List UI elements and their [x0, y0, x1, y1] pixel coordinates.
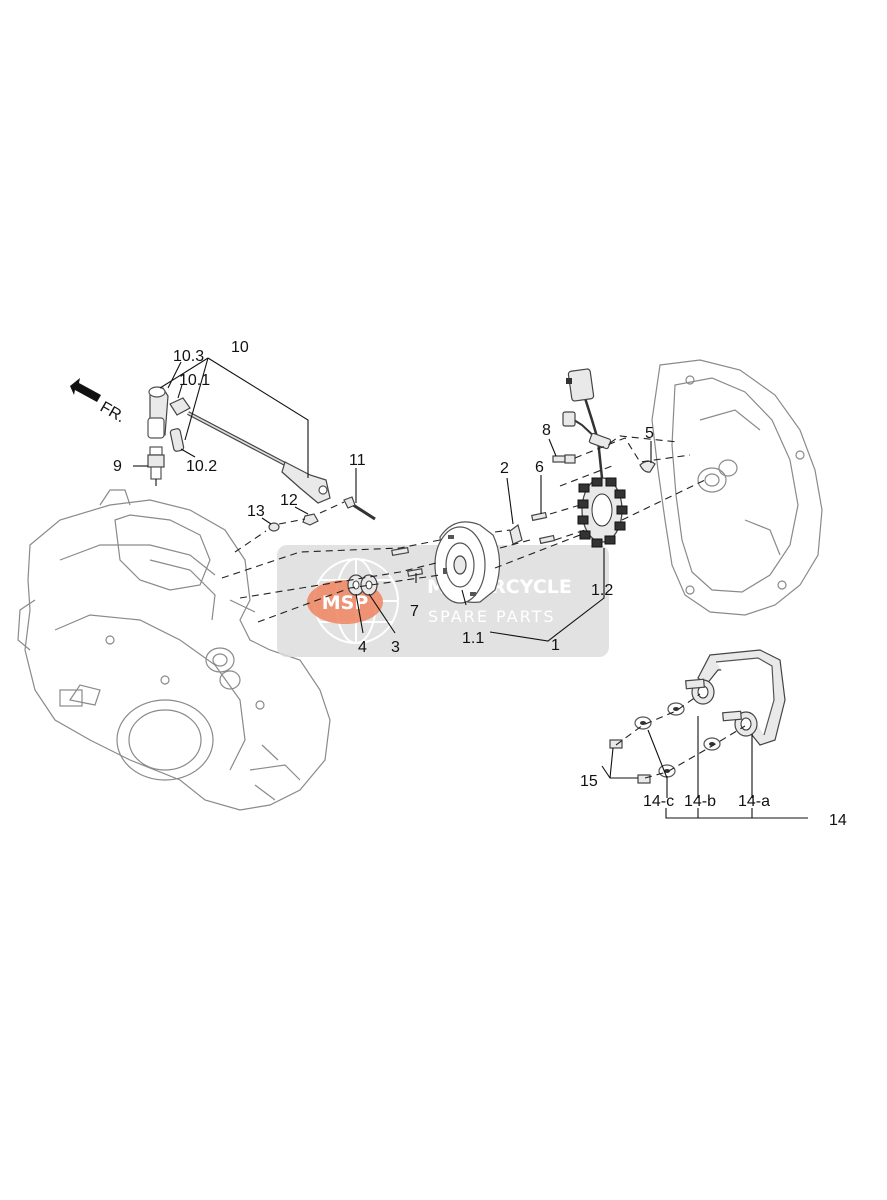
callout-9: 9: [113, 458, 122, 475]
callout-labels: 10 10.3 10.1 10.2 9 11 12 13 2 6 8 5 7 4…: [113, 339, 847, 829]
callout-14-b: 14-b: [684, 793, 716, 810]
callout-4: 4: [358, 639, 367, 656]
washer-13: [268, 522, 280, 532]
callout-14: 14: [829, 812, 847, 829]
bolt-11: [343, 496, 376, 521]
watermark-panel: [277, 545, 609, 657]
watermark-subtitle: SPARE PARTS: [428, 607, 556, 626]
screw-6: [531, 511, 556, 545]
callout-14-a: 14-a: [738, 793, 770, 810]
callout-6: 6: [535, 459, 544, 476]
rubber-sleeve-10-2: [169, 428, 185, 452]
watermark: MSP MOTORCYCLE SPARE PARTS: [277, 545, 609, 657]
callout-12: 12: [280, 492, 298, 509]
crankcase-cover: [651, 359, 823, 616]
engine-assembly: [17, 489, 331, 811]
stator-wiring: [562, 368, 612, 479]
callout-10-3: 10.3: [173, 348, 204, 365]
spark-plug-9: [147, 446, 165, 486]
cap-fitting-10-1: [169, 397, 191, 416]
woodruff-key-2: [509, 523, 523, 545]
flywheel-rotor-1-1: [434, 521, 501, 604]
washer-14-b: [667, 702, 721, 751]
clip-5: [639, 460, 656, 473]
callout-5: 5: [645, 425, 654, 442]
bolt-15: [609, 739, 651, 784]
callout-10-1: 10.1: [179, 372, 210, 389]
callout-7: 7: [410, 603, 419, 620]
stator-1-2: [577, 477, 628, 548]
assembly-lines: [221, 435, 746, 779]
spark-plug-cap-10-3: [147, 386, 169, 439]
callout-1: 1: [551, 637, 560, 654]
ignition-cable-10: [187, 411, 331, 504]
callout-2: 2: [500, 460, 509, 477]
bracket-14-a: [685, 649, 786, 746]
callout-11: 11: [349, 452, 366, 469]
callout-8: 8: [542, 422, 551, 439]
callout-14-c: 14-c: [643, 793, 674, 810]
screw-8: [552, 454, 576, 464]
front-arrow-icon: FR.: [70, 378, 128, 426]
nut-12: [302, 513, 319, 526]
callout-13: 13: [247, 503, 265, 520]
callout-1-1: 1.1: [462, 630, 484, 647]
callout-10-2: 10.2: [186, 458, 217, 475]
callout-3: 3: [391, 639, 400, 656]
front-label: FR.: [97, 399, 128, 427]
washer-14-c: [634, 716, 676, 778]
callout-1-2: 1.2: [591, 582, 613, 599]
callout-15: 15: [580, 773, 598, 790]
leader-lines: [133, 357, 808, 819]
callout-10: 10: [231, 339, 249, 356]
